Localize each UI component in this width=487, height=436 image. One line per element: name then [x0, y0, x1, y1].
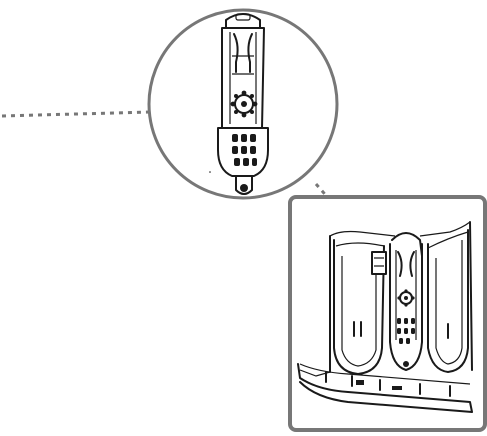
- center-compartment: [371, 232, 423, 371]
- leader-lines: [1, 110, 386, 263]
- drawer-photo-frame: [288, 195, 487, 432]
- siphon-grid: [397, 318, 415, 344]
- drawer-front-lip: [297, 363, 473, 413]
- float-flower-icon: [230, 90, 258, 118]
- siphon-detail: [209, 13, 269, 195]
- siphon-flower-icon: [397, 289, 415, 307]
- leader-line-left: [1, 110, 151, 118]
- detergent-drawer: [297, 221, 473, 413]
- left-compartment: [333, 239, 385, 375]
- right-compartment: [427, 229, 469, 373]
- grid-cup-holes: [232, 134, 257, 166]
